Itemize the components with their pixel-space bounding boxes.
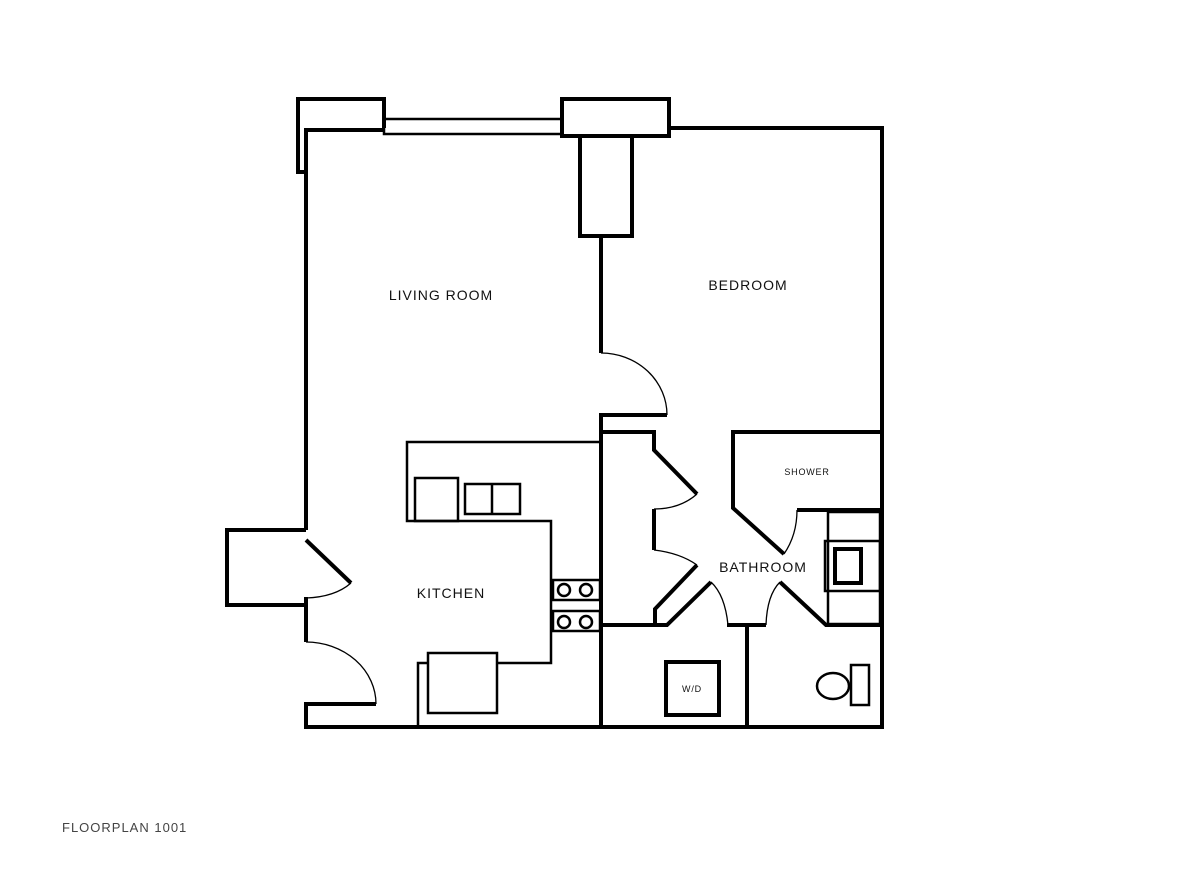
top-column-block (560, 97, 671, 238)
sink (413, 476, 460, 523)
kitchen-counters (405, 440, 601, 727)
bedroom-label: BEDROOM (708, 277, 787, 293)
washer-dryer (664, 660, 721, 717)
living-room-label: LIVING ROOM (389, 287, 493, 303)
top-left-bumpout (296, 97, 386, 174)
sink-basin (833, 547, 863, 585)
kitchen-label: KITCHEN (417, 585, 485, 601)
entry-closet (225, 528, 353, 607)
bedroom-partition (599, 236, 668, 727)
bathroom-walls (710, 430, 882, 727)
stove (551, 578, 602, 633)
shower-label: SHOWER (784, 467, 829, 477)
floorplan-caption: FLOORPLAN 1001 (62, 820, 188, 835)
hall-closet (601, 430, 713, 627)
bathroom-label: BATHROOM (719, 559, 807, 575)
refrigerator (426, 651, 499, 715)
front-door[interactable] (305, 641, 377, 705)
window-top (382, 117, 564, 136)
exterior-walls (304, 126, 884, 729)
washer-dryer-label: W/D (682, 684, 702, 694)
toilet (815, 663, 871, 707)
